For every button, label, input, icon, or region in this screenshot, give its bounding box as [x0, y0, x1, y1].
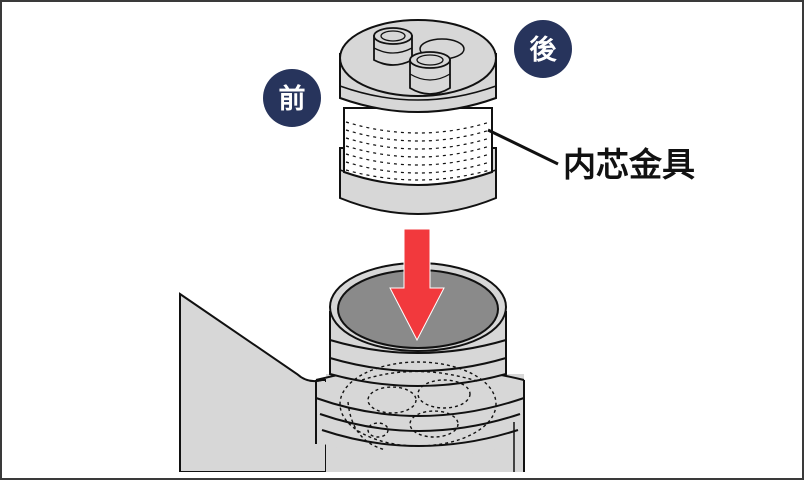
part-name-label: 内芯金具	[563, 145, 695, 184]
hidden-fitting-lines	[339, 361, 497, 451]
nozzle-left	[373, 27, 413, 66]
circle-badge	[263, 69, 321, 127]
inner-core-fitting	[339, 19, 497, 215]
back-badge: 後	[514, 20, 572, 78]
leader-line	[487, 128, 559, 166]
front-badge: 前	[263, 69, 321, 127]
down-arrow-icon	[389, 228, 445, 342]
insert-direction-arrow	[389, 228, 445, 342]
knurled-texture	[345, 121, 491, 181]
circle-badge	[514, 20, 572, 78]
back-badge-label: 後	[530, 35, 558, 66]
nozzle-right	[409, 51, 451, 95]
front-badge-label: 前	[279, 83, 306, 115]
